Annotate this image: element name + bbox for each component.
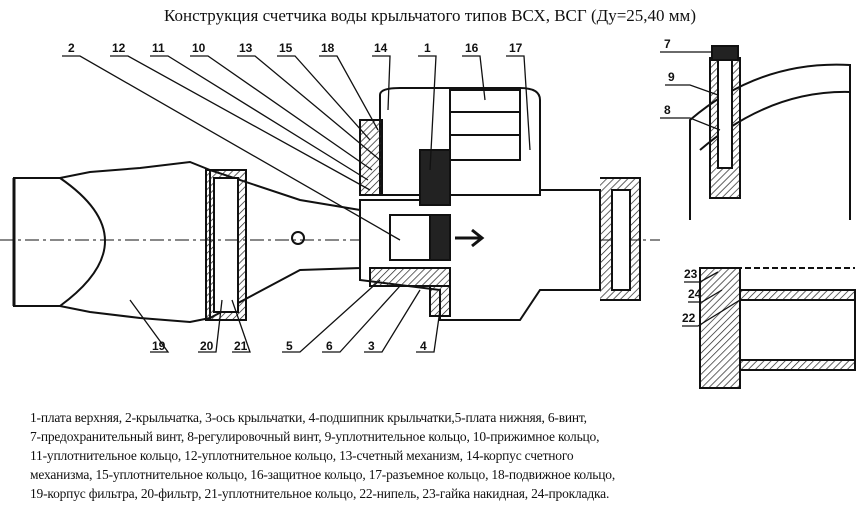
label-2: 2	[68, 41, 75, 55]
label-21: 21	[234, 339, 248, 353]
label-5: 5	[286, 339, 293, 353]
legend-line: механизма, 15-уплотнительное кольцо, 16-…	[30, 467, 615, 482]
label-23: 23	[684, 267, 698, 281]
label-12: 12	[112, 41, 126, 55]
label-9: 9	[668, 70, 675, 84]
label-4: 4	[420, 339, 427, 353]
label-14: 14	[374, 41, 388, 55]
label-22: 22	[682, 311, 696, 325]
label-18: 18	[321, 41, 335, 55]
label-8: 8	[664, 103, 671, 117]
label-6: 6	[326, 339, 333, 353]
leader-lines	[62, 51, 741, 353]
label-15: 15	[279, 41, 293, 55]
label-13: 13	[239, 41, 253, 55]
label-3: 3	[368, 339, 375, 353]
legend-line: 1-плата верхняя, 2-крыльчатка, 3-ось кры…	[30, 410, 587, 425]
legend-line: 7-предохранительный винт, 8-регулировочн…	[30, 429, 600, 444]
label-20: 20	[200, 339, 214, 353]
label-17: 17	[509, 41, 523, 55]
label-19: 19	[152, 339, 166, 353]
inset-adjusting-screw	[689, 45, 851, 220]
label-7: 7	[664, 37, 671, 51]
label-16: 16	[465, 41, 479, 55]
legend-line: 11-уплотнительное кольцо, 12-уплотнитель…	[30, 448, 574, 463]
parts-legend: 1-плата верхняя, 2-крыльчатка, 3-ось кры…	[30, 408, 830, 503]
inset-nipple	[699, 267, 856, 389]
label-1: 1	[424, 41, 431, 55]
label-11: 11	[152, 41, 165, 55]
main-assembly	[0, 87, 660, 324]
label-10: 10	[192, 41, 206, 55]
label-24: 24	[688, 287, 702, 301]
diagram-title: Конструкция счетчика воды крыльчатого ти…	[164, 6, 696, 25]
part-labels: 2 12 11 10 13 15 18 14 1 16 17 7 9 8 23 …	[68, 37, 702, 353]
legend-line: 19-корпус фильтра, 20-фильтр, 21-уплотни…	[30, 486, 610, 501]
